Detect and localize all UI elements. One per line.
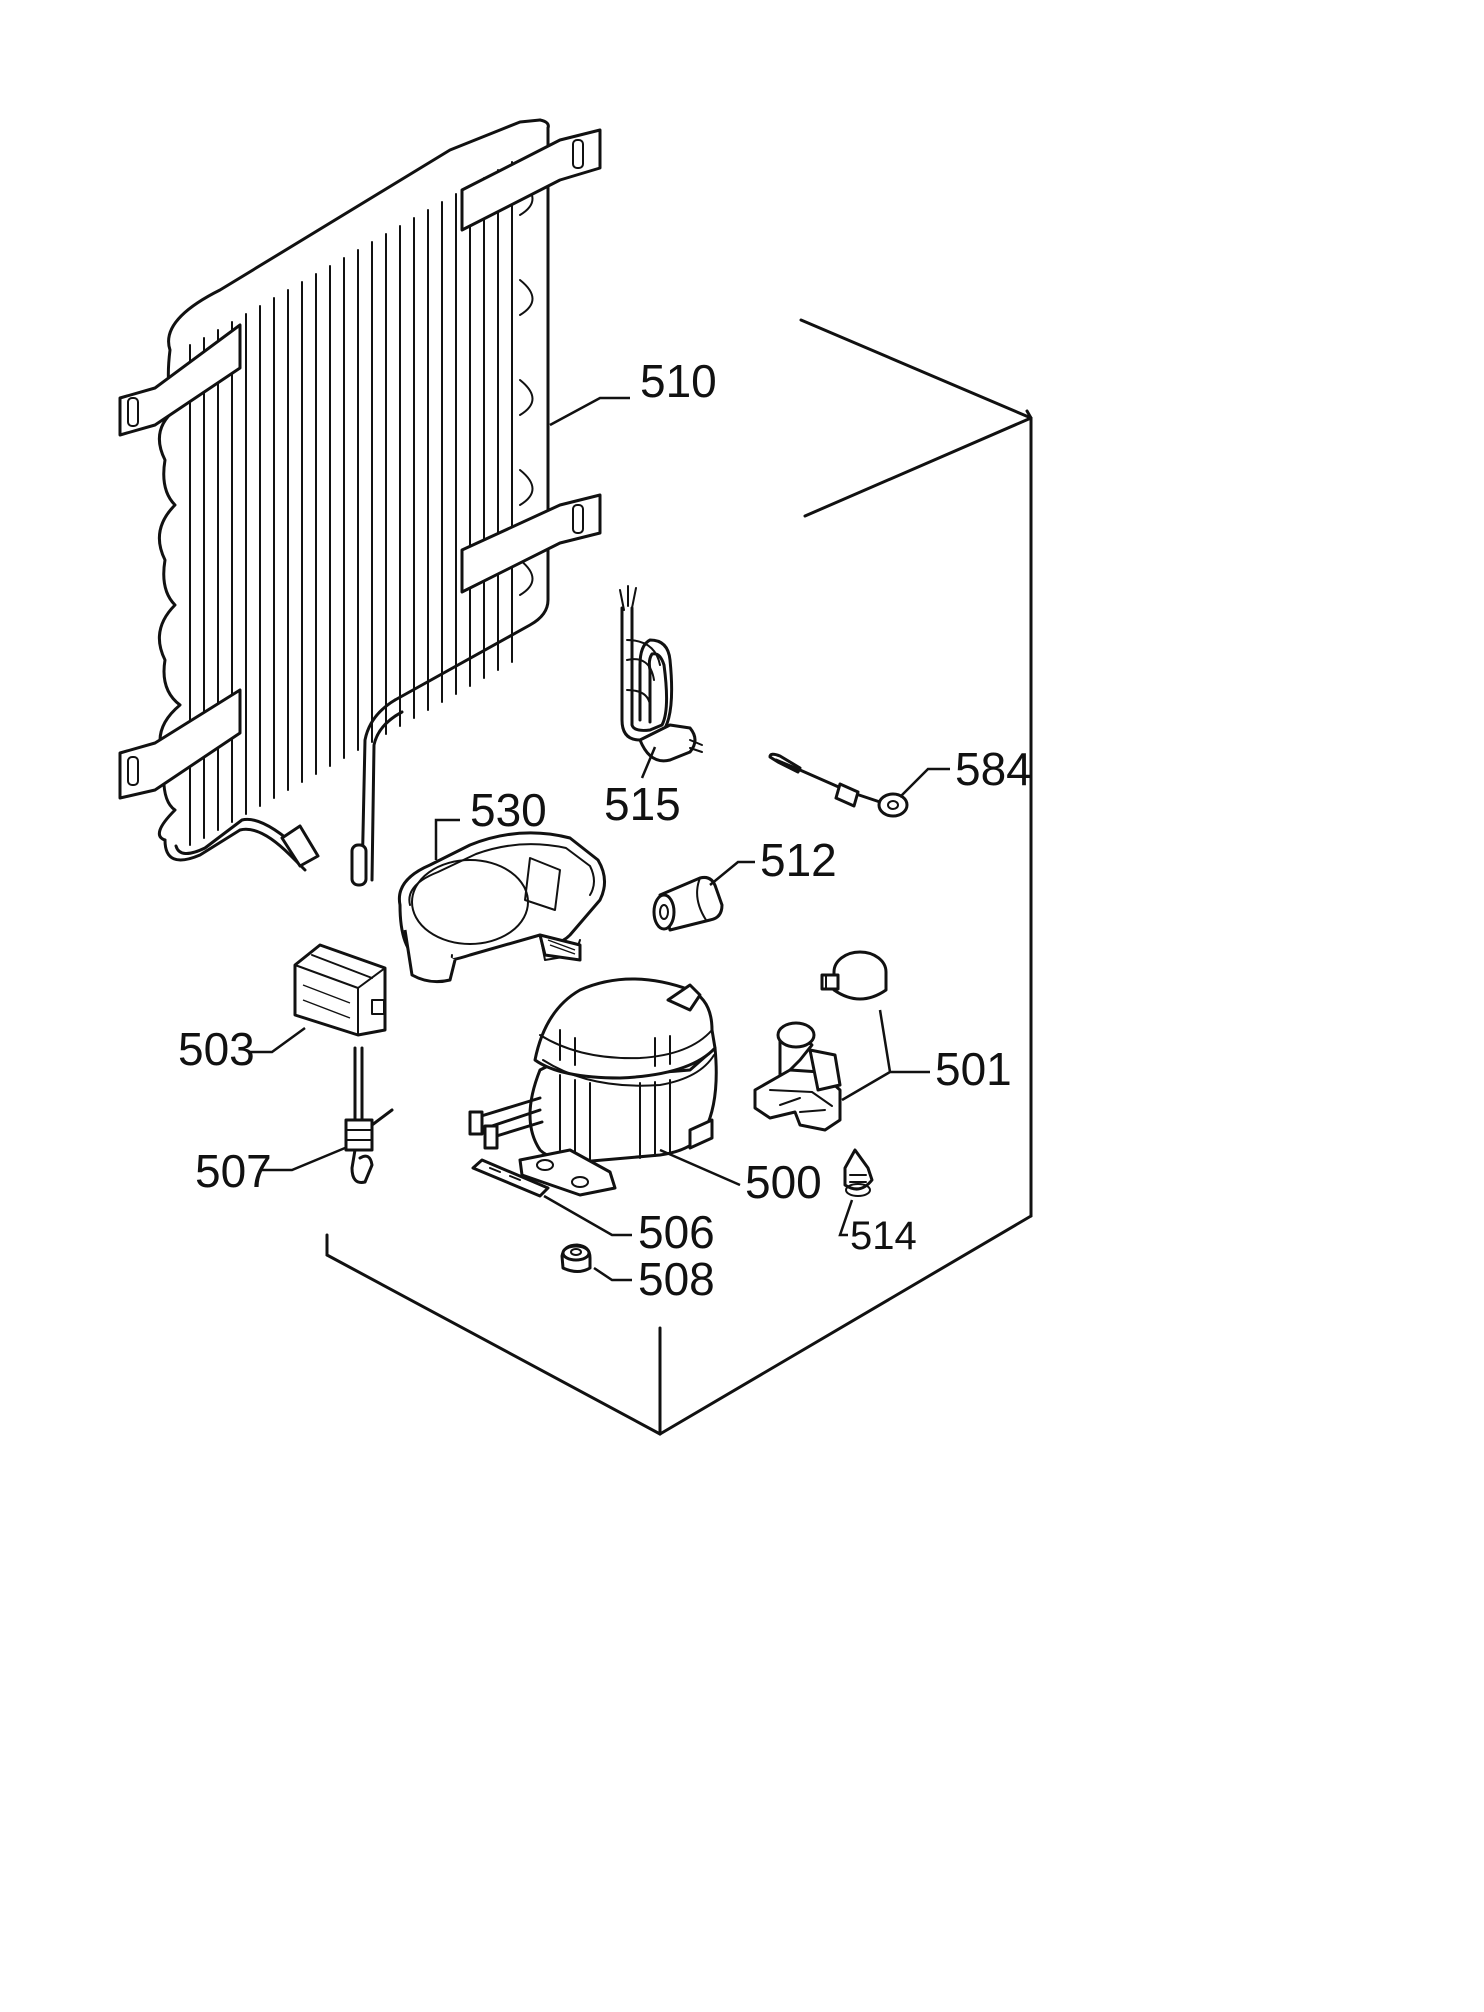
grommet — [652, 876, 724, 932]
label-506: 506 — [638, 1206, 715, 1258]
condenser — [118, 118, 602, 887]
leader-514 — [838, 1199, 854, 1237]
filter-drier — [344, 1046, 394, 1184]
label-510: 510 — [640, 355, 717, 407]
leader-506 — [543, 1194, 632, 1237]
clip — [843, 1148, 874, 1197]
leader-501 — [841, 1009, 930, 1102]
leader-500 — [659, 1148, 741, 1187]
leader-515 — [640, 746, 657, 779]
thermal-fuse — [768, 752, 909, 818]
leader-508 — [593, 1266, 632, 1282]
label-514: 514 — [850, 1214, 917, 1258]
label-584: 584 — [955, 743, 1032, 795]
compressor — [468, 977, 718, 1197]
label-515: 515 — [604, 778, 681, 830]
drip-tray — [397, 831, 606, 984]
label-508: 508 — [638, 1253, 715, 1305]
cabinet-outline — [325, 318, 1033, 1436]
leader-510 — [549, 396, 630, 427]
label-512: 512 — [760, 834, 837, 886]
label-507: 507 — [195, 1145, 272, 1197]
leader-512 — [709, 860, 755, 886]
label-530: 530 — [470, 784, 547, 836]
mounting-bracket — [471, 1158, 550, 1198]
compressor-ribs — [559, 1029, 671, 1161]
rubber-foot — [560, 1243, 592, 1273]
leader-507 — [262, 1146, 346, 1172]
leader-530 — [434, 818, 460, 860]
condenser-wires — [189, 161, 513, 846]
leader-503 — [250, 1026, 306, 1054]
label-501: 501 — [935, 1043, 1012, 1095]
relay-box — [293, 943, 387, 1037]
label-503: 503 — [178, 1023, 255, 1075]
leader-584 — [899, 767, 950, 798]
label-500: 500 — [745, 1156, 822, 1208]
starter-relay — [753, 950, 888, 1132]
mains-cable — [619, 585, 703, 763]
